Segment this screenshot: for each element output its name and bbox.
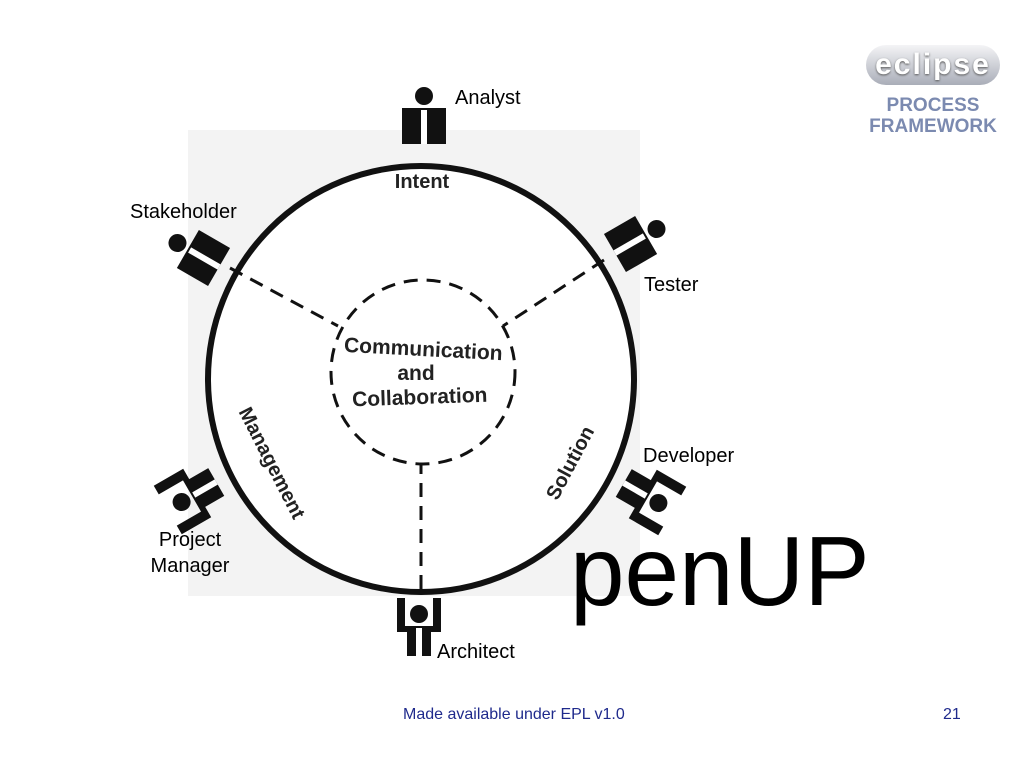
center-label-line2: and — [397, 362, 434, 385]
eclipse-process-framework-logo: eclipse PROCESS FRAMEWORK — [858, 45, 1008, 140]
project-manager-person-icon — [153, 468, 225, 535]
role-label-architect: Architect — [437, 641, 515, 663]
developer-person-icon — [615, 469, 687, 536]
logo-wordmark: eclipse — [866, 45, 1000, 85]
logo-line2: FRAMEWORK — [869, 116, 997, 137]
architect-person-icon — [397, 598, 441, 656]
role-label-project-manager-line2: Manager — [150, 555, 230, 577]
tester-person-icon — [603, 215, 666, 273]
connector-stakeholder — [229, 266, 339, 328]
footer-license: Made available under EPL v1.0 — [403, 706, 625, 723]
slide-title: penUP — [570, 516, 870, 626]
role-label-analyst: Analyst — [455, 87, 521, 109]
connector-tester — [502, 258, 605, 328]
logo-line1: PROCESS — [886, 95, 980, 116]
stakeholder-person-icon — [168, 229, 231, 287]
role-label-developer: Developer — [643, 445, 735, 467]
ring-label-intent: Intent — [395, 171, 450, 193]
role-label-tester: Tester — [644, 274, 699, 296]
inner-dashed-circle — [329, 278, 517, 466]
analyst-person-icon — [402, 87, 446, 144]
role-label-project-manager: Project Manager — [144, 527, 236, 579]
role-label-stakeholder: Stakeholder — [130, 201, 237, 223]
center-label-line3: Collaboration — [352, 384, 488, 412]
page-number: 21 — [943, 706, 961, 723]
role-label-project-manager-line1: Project — [158, 529, 222, 551]
